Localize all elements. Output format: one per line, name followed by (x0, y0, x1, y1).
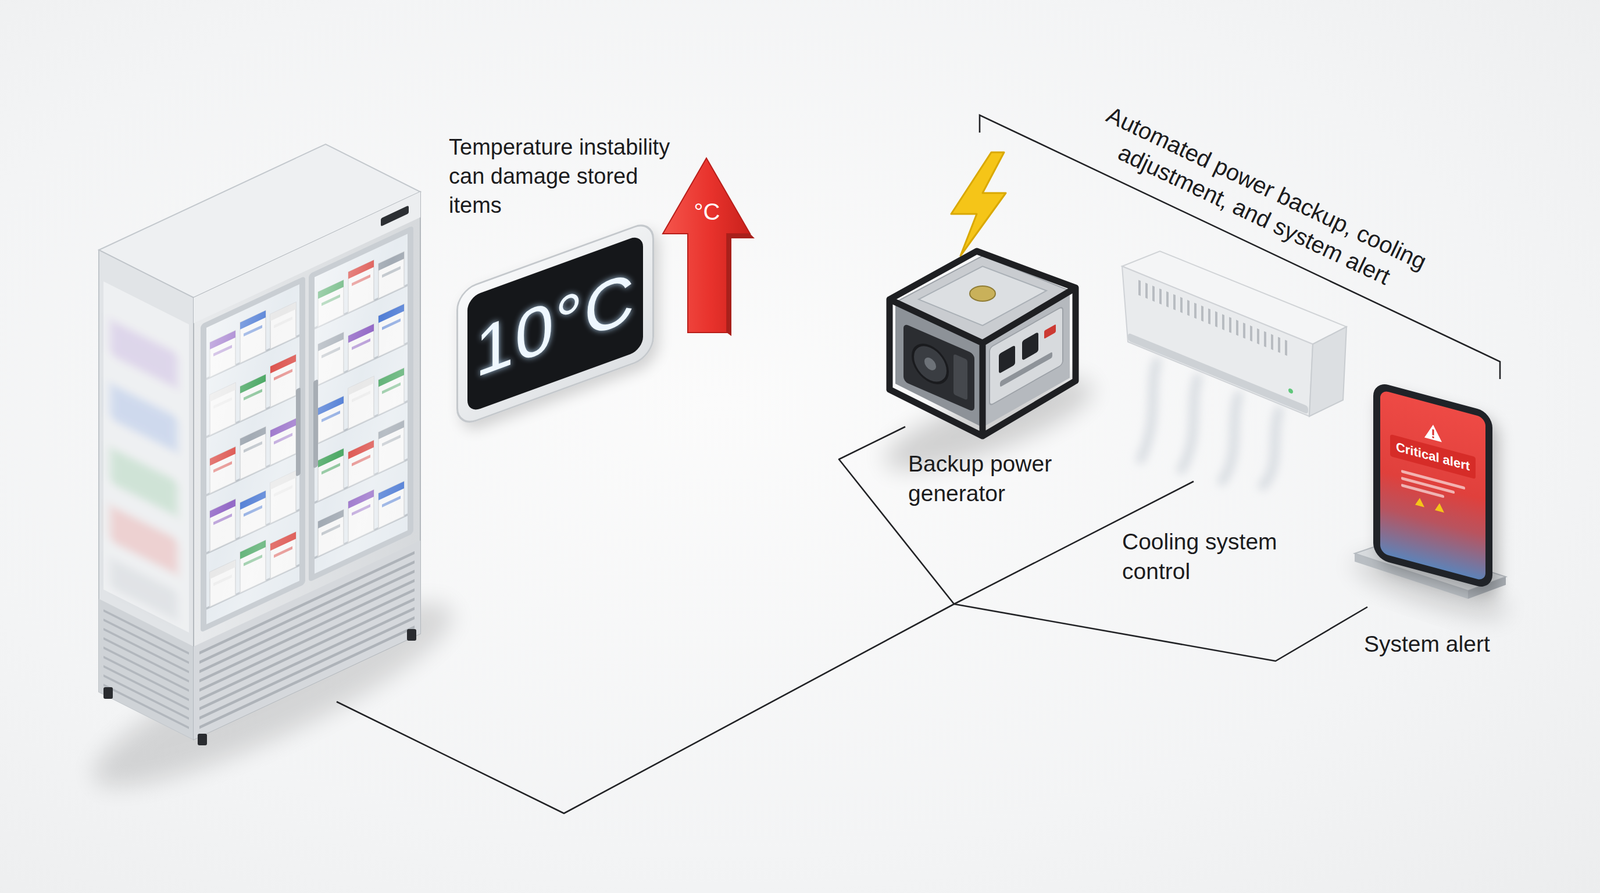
lightning-bolt (951, 152, 1006, 256)
refrigerator-front (193, 540, 421, 740)
refrigerator-side (98, 250, 194, 740)
part-label: Cooling system control (1122, 526, 1303, 587)
alert-tablet: Critical alert (1373, 380, 1493, 591)
leader-lines (336, 604, 955, 814)
air-conditioner (1262, 410, 1280, 487)
air-conditioner (1222, 395, 1239, 482)
refrigerator-side (103, 610, 189, 728)
generator (1000, 351, 1053, 388)
air-conditioner (1288, 387, 1294, 395)
refrigerator-front (206, 284, 300, 625)
warning-icon (1424, 422, 1442, 442)
rising-arrow (662, 158, 755, 337)
warning-icon (1431, 436, 1434, 439)
refrigerator-front (308, 225, 414, 582)
refrigerator-side (98, 598, 194, 740)
leader-lines (336, 426, 1368, 814)
generator (989, 306, 1063, 406)
refrigerator-front (206, 284, 300, 625)
generator (912, 338, 948, 389)
refrigerator-foot (197, 733, 207, 746)
generator (1022, 331, 1039, 362)
generator (889, 251, 1076, 437)
generator (889, 251, 1076, 437)
refrigerator-front (314, 233, 408, 574)
generator (969, 286, 996, 302)
air-conditioner (1140, 361, 1280, 487)
bracket-label: Automated power backup, cooling adjustme… (1032, 73, 1489, 330)
air-conditioner (1181, 377, 1198, 470)
refrigerator-side (103, 281, 189, 633)
warning-icon (1434, 501, 1445, 513)
unit-symbol: °C (680, 196, 734, 228)
refrigerator-foot (406, 629, 417, 641)
refrigerator-front (193, 191, 421, 740)
temperature-reading: 10°C (467, 233, 644, 414)
air-conditioner (1140, 361, 1157, 460)
temperature-display: 10°C (456, 218, 655, 429)
generator (1044, 324, 1056, 339)
refrigerator-front (313, 379, 319, 469)
warning-icon (1431, 429, 1434, 436)
generator (953, 353, 968, 400)
air-conditioner (1122, 251, 1347, 487)
generator (998, 344, 1016, 374)
leader-lines (954, 604, 1368, 662)
screen-details (1401, 483, 1445, 499)
refrigerator-foot (103, 687, 113, 699)
refrigerator-side (98, 250, 194, 740)
tablet-screen: Critical alert (1380, 389, 1486, 581)
part-label: Backup power generator (908, 448, 1083, 509)
lightning-bolt (951, 152, 1006, 256)
rising-arrow (726, 233, 755, 337)
air-conditioner (1309, 326, 1347, 417)
refrigerator-front (380, 205, 409, 227)
generator (924, 355, 937, 373)
warning-note: Temperature instability can damage store… (448, 132, 682, 220)
refrigerator-front (199, 552, 415, 728)
rising-arrow (662, 158, 750, 333)
air-conditioner (1139, 280, 1287, 356)
warning-icon (1423, 420, 1444, 444)
generator (989, 306, 1063, 406)
refrigerator-front (295, 387, 301, 477)
warning-icon (1415, 496, 1425, 507)
refrigerator (98, 144, 421, 746)
refrigerator-front (200, 275, 306, 633)
refrigerator-front (314, 233, 408, 574)
part-label: System alert (1363, 629, 1539, 659)
refrigerator-front (193, 191, 421, 740)
